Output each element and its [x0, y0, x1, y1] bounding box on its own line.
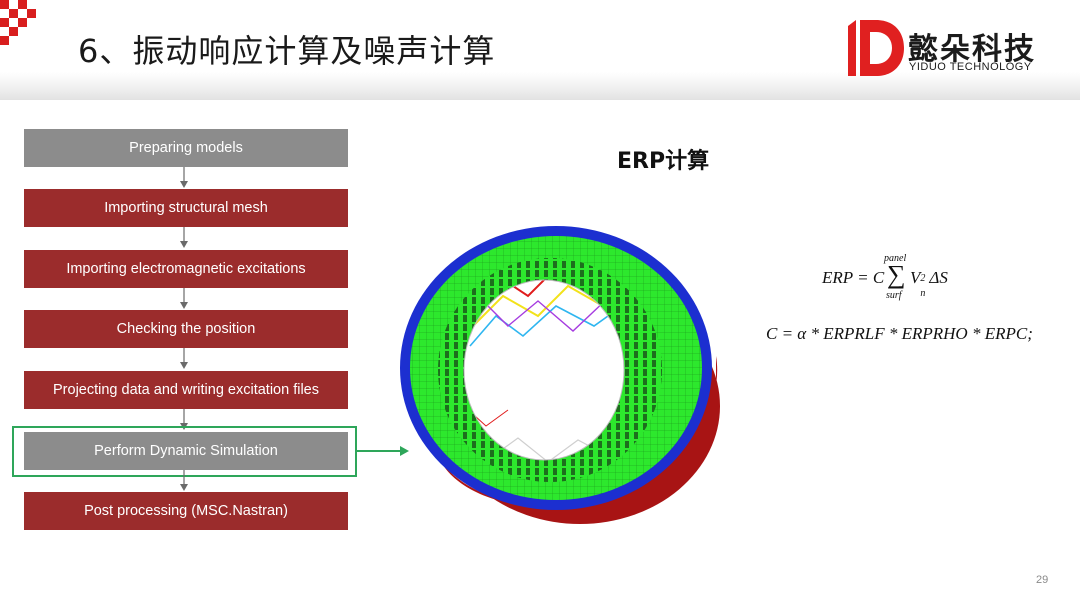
process-flowchart: Preparing models Importing structural me…	[0, 0, 380, 608]
velocity-subscript: n	[920, 288, 926, 299]
velocity-exponent: 2	[920, 273, 926, 284]
sum-upper-limit: panel	[884, 253, 907, 264]
sum-lower-limit: surf	[886, 290, 902, 301]
area-term: ΔS	[929, 268, 948, 287]
page-number: 29	[1036, 574, 1049, 586]
sum-sign-icon: ∑	[887, 260, 906, 289]
flow-step-checking-position: Checking the position	[24, 310, 348, 348]
flow-arrow-icon	[180, 288, 188, 309]
erp-formula-lhs: ERP = C	[822, 268, 885, 287]
page-title: 6、振动响应计算及噪声计算	[78, 32, 496, 70]
flow-arrow-icon	[180, 470, 188, 491]
flow-arrow-icon	[180, 348, 188, 369]
flow-step-projecting-data: Projecting data and writing excitation f…	[24, 371, 348, 409]
erp-title: ERP计算	[617, 149, 710, 174]
flow-step-preparing-models: Preparing models	[24, 129, 348, 167]
flow-arrow-icon	[180, 227, 188, 248]
flow-step-importing-structural-mesh: Importing structural mesh	[24, 189, 348, 227]
brand-logo: 懿朵科技 YIDUO TECHNOLOGY	[846, 18, 1066, 78]
summation-symbol: panel ∑ surf	[884, 253, 908, 304]
brand-name-cn: 懿朵科技	[908, 32, 1036, 67]
flow-step-importing-electromagnetic-excitations: Importing electromagnetic excitations	[24, 250, 348, 288]
connector-arrow-icon	[357, 446, 409, 456]
corner-checker-logo	[0, 0, 36, 45]
flow-arrow-icon	[180, 167, 188, 188]
stator-mesh-model-image	[400, 226, 720, 524]
flow-step-perform-dynamic-simulation: Perform Dynamic Simulation	[24, 432, 348, 470]
brand-name-en: YIDUO TECHNOLOGY	[909, 61, 1032, 73]
c-coefficient-formula: C = α * ERPRLF * ERPRHO * ERPC;	[766, 324, 1033, 343]
flow-step-post-processing: Post processing (MSC.Nastran)	[24, 492, 348, 530]
velocity-symbol: V	[910, 268, 921, 287]
brand-d-mark-icon	[848, 20, 904, 76]
